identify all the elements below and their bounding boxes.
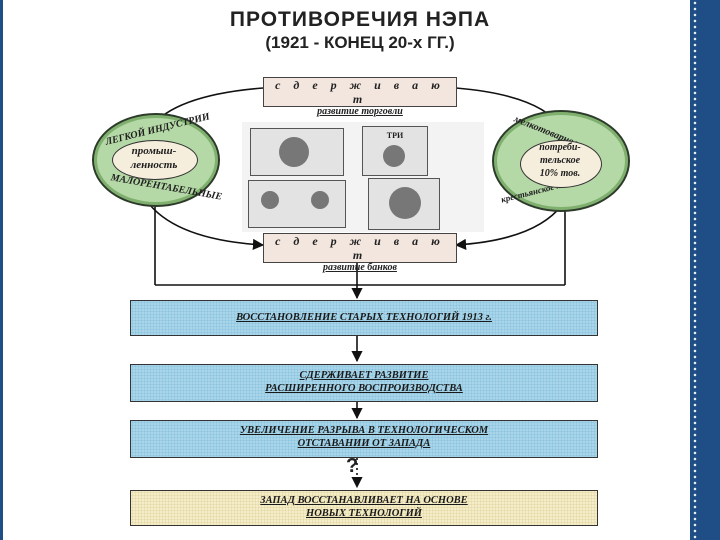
banknote-label: ТРИ	[386, 131, 404, 140]
top-box-subject: развитие торговли	[317, 106, 403, 117]
bottom-box-verb: с д е р ж и в а ю т	[275, 234, 445, 262]
banknote-1	[250, 128, 344, 176]
top-box-verb: с д е р ж и в а ю т	[275, 78, 445, 106]
diagram-title: ПРОТИВОРЕЧИЯ НЭПА	[229, 8, 491, 31]
bottom-constraint-box: с д е р ж и в а ю т развитие банков	[263, 233, 457, 273]
band-restrains-expanded-reproduction: СДЕРЖИВАЕТ РАЗВИТИЕ РАСШИРЕННОГО ВОСПРОИ…	[130, 364, 598, 402]
banknote-3	[248, 180, 346, 228]
slide-side-bar	[690, 0, 720, 540]
left-circle-core	[112, 140, 198, 180]
band-restoration-old-tech: ВОССТАНОВЛЕНИЕ СТАРЫХ ТЕХНОЛОГИЙ 1913 г.	[130, 300, 598, 336]
arc-bottom-right	[454, 204, 563, 250]
left-circle-label: промыш- ленность	[130, 145, 178, 171]
banknotes-image: ТРИ	[242, 122, 484, 232]
diagram-subtitle: (1921 - КОНЕЦ 20-х ГГ.)	[265, 33, 455, 52]
top-constraint-box: с д е р ж и в а ю т развитие торговли	[263, 77, 457, 117]
right-circle-core	[520, 140, 602, 188]
band-west-new-tech: ЗАПАД ВОССТАНАВЛИВАЕТ НА ОСНОВЕ НОВЫХ ТЕ…	[130, 490, 598, 526]
left-border	[0, 0, 3, 540]
bottom-box-subject: развитие банков	[323, 262, 397, 273]
question-mark: ?	[346, 455, 359, 477]
arc-bottom-left	[149, 204, 265, 250]
right-circle-label: потреби- тельское 10% тов.	[539, 142, 581, 179]
banknote-4	[368, 178, 440, 230]
banknote-2: ТРИ	[362, 126, 428, 176]
band-tech-gap-increase: УВЕЛИЧЕНИЕ РАЗРЫВА В ТЕХНОЛОГИЧЕСКОМ ОТС…	[130, 420, 598, 458]
